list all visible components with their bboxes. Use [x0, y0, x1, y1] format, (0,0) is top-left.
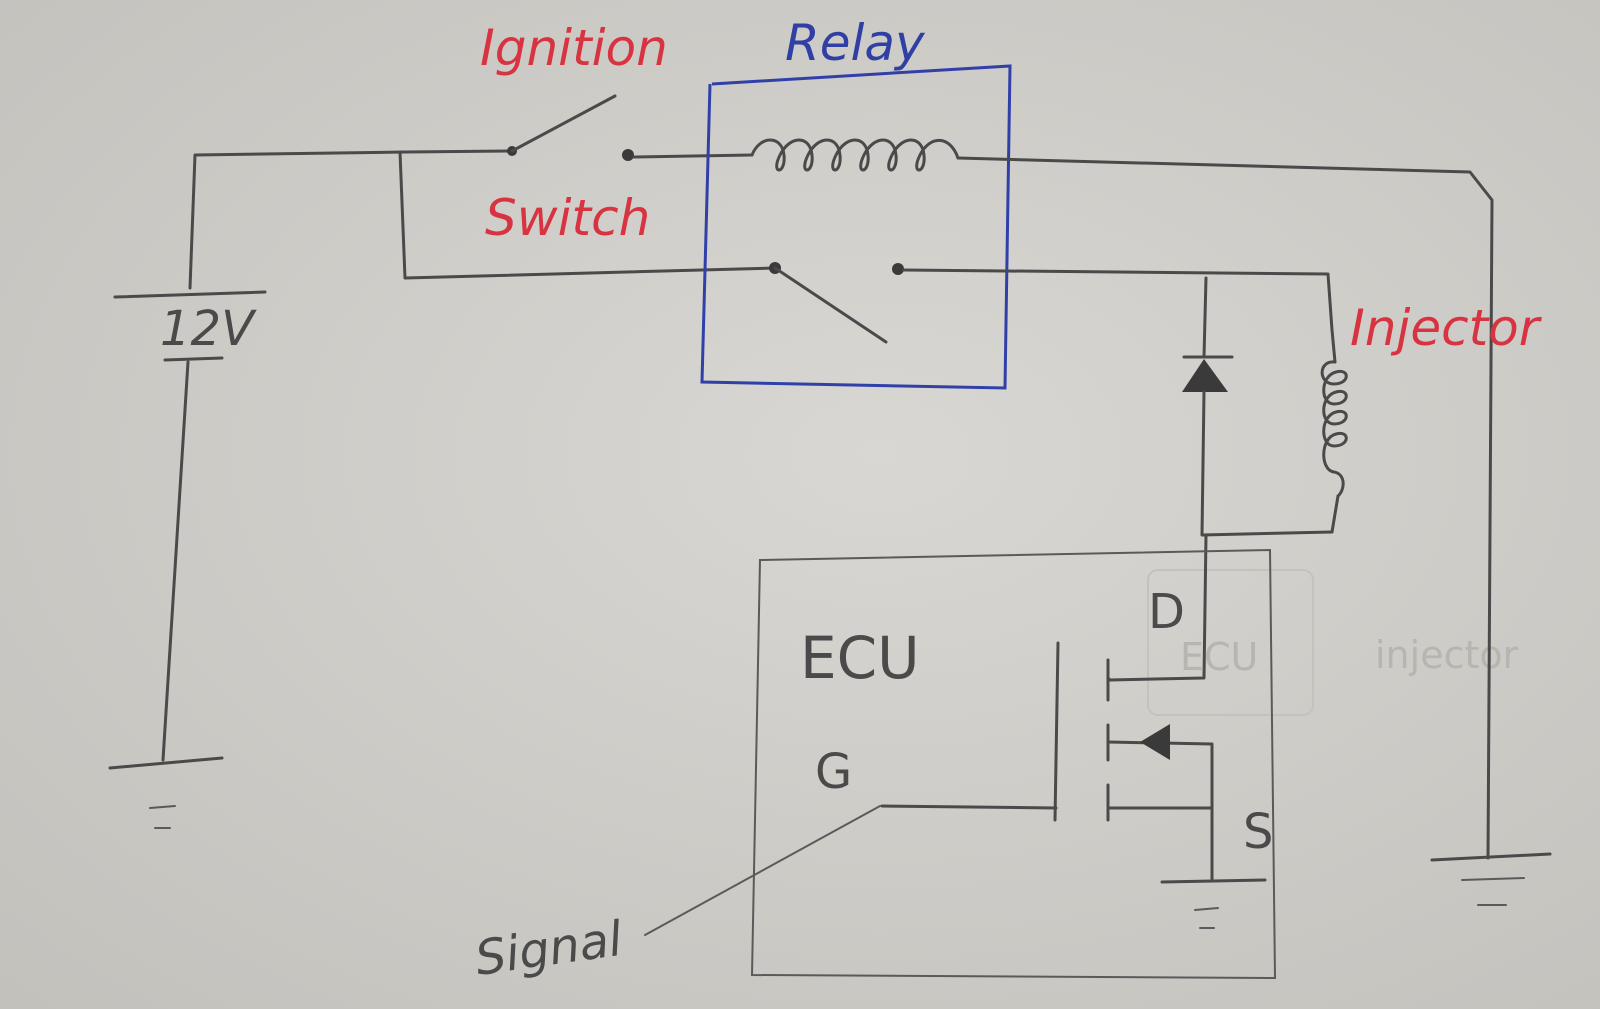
switch-label: Switch [485, 189, 650, 247]
battery-voltage-label: 12V [160, 301, 257, 357]
mosfet [644, 641, 1214, 936]
injector-coil [1320, 328, 1348, 534]
wire-to-drain [1108, 533, 1208, 682]
ignition-switch [403, 94, 754, 161]
battery [108, 150, 407, 829]
ignition-label: Ignition [480, 19, 668, 77]
flyback-diode [1182, 276, 1334, 537]
ecu-box [750, 548, 1277, 980]
ghost-marks: ECU injector [1147, 569, 1519, 716]
relay-label: Relay [785, 14, 926, 72]
gate-label: G [815, 744, 852, 800]
right-ground [1430, 852, 1552, 906]
drain-label: D [1148, 584, 1185, 640]
source-label: S [1243, 804, 1273, 860]
ecu-label: ECU [800, 624, 920, 692]
ghost-ecu-text: ECU [1180, 635, 1258, 679]
relay [700, 64, 1494, 860]
ecu-ground [1160, 878, 1267, 929]
injector-label: Injector [1350, 299, 1543, 357]
wire-to-relay-contact [398, 150, 777, 280]
ghost-injector-text: injector [1375, 633, 1519, 677]
